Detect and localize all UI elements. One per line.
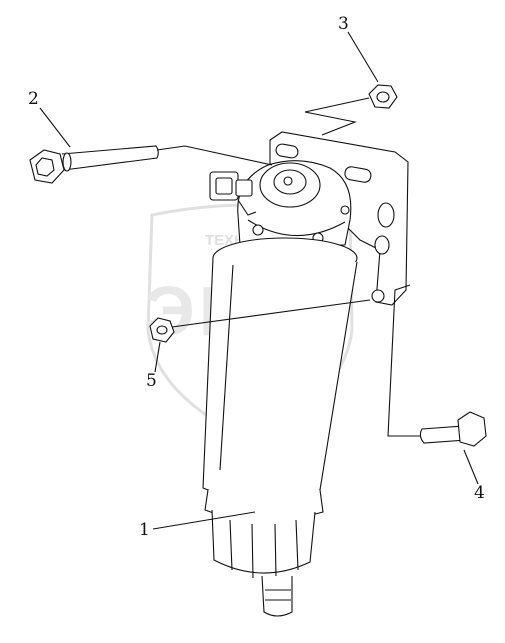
leader-4 xyxy=(463,449,479,485)
leader-5 xyxy=(154,341,161,373)
filter-head xyxy=(237,160,352,246)
callout-1: 1 xyxy=(139,520,150,540)
water-separator-1 xyxy=(204,489,324,617)
callout-4: 4 xyxy=(474,483,485,503)
bolt-4 xyxy=(419,411,487,447)
bolt-4-axis-line xyxy=(387,284,420,437)
sensor-connector xyxy=(209,171,257,216)
callout-5: 5 xyxy=(146,371,157,391)
nut-3 xyxy=(368,84,398,109)
filter-bowl xyxy=(202,237,358,501)
bolt-2 xyxy=(29,145,159,184)
nut-3-axis-line xyxy=(304,97,370,136)
nut-5 xyxy=(149,317,175,343)
leader-2 xyxy=(39,107,71,148)
callout-2: 2 xyxy=(28,89,39,109)
leader-1 xyxy=(152,511,256,530)
callout-3: 3 xyxy=(338,14,349,34)
assembly-lines xyxy=(39,31,479,530)
nut-5-axis-line xyxy=(171,299,371,328)
bolt-2-axis-line xyxy=(156,145,273,166)
leader-3 xyxy=(347,31,379,83)
